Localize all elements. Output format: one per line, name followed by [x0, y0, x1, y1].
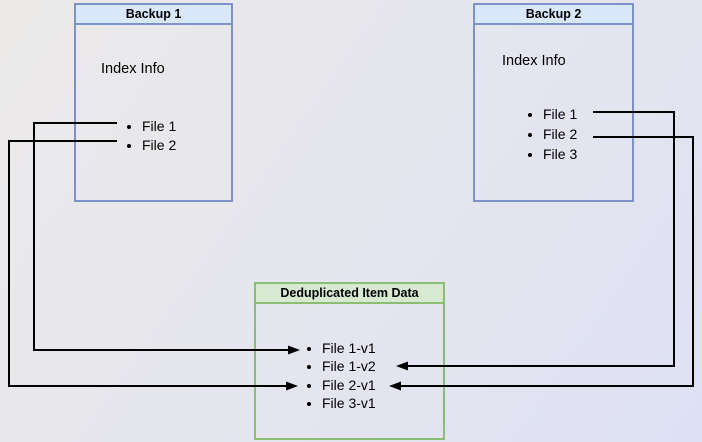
backup2-box: Backup 2 Index Info File 1File 2File 3 [473, 3, 634, 202]
file-item: File 1-v1 [322, 339, 376, 358]
dedup-title: Deduplicated Item Data [256, 284, 443, 304]
file-item: File 1 [142, 117, 176, 136]
backup1-title: Backup 1 [76, 5, 231, 25]
file-item: File 3 [543, 144, 577, 164]
dedup-file-list: File 1-v1File 1-v2File 2-v1File 3-v1 [256, 339, 376, 413]
file-item: File 2 [142, 136, 176, 155]
file-item: File 1 [543, 104, 577, 124]
backup1-box: Backup 1 Index Info File 1File 2 [74, 3, 233, 202]
deduplicated-item-data-box: Deduplicated Item Data File 1-v1File 1-v… [254, 282, 445, 440]
backup1-file-list: File 1File 2 [76, 117, 176, 155]
file-item: File 1-v2 [322, 357, 376, 376]
file-item: File 2 [543, 124, 577, 144]
file-item: File 3-v1 [322, 394, 376, 413]
file-item: File 2-v1 [322, 376, 376, 395]
backup1-index-info-label: Index Info [101, 61, 165, 77]
backup2-index-info-label: Index Info [502, 53, 566, 69]
backup2-title: Backup 2 [475, 5, 632, 25]
backup2-file-list: File 1File 2File 3 [475, 104, 577, 164]
